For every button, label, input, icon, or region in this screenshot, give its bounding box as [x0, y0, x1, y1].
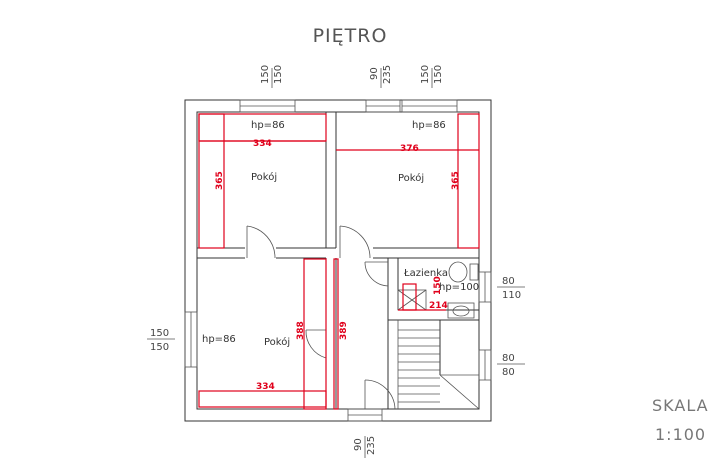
sink: [447, 302, 475, 319]
bathroom-height: 150: [433, 276, 443, 295]
room-top-right-hp: hp=86: [412, 120, 446, 131]
room-top-left-name: Pokój: [251, 171, 277, 183]
room-top-left-width: 334: [253, 139, 272, 149]
win-left-a: 150: [150, 328, 169, 339]
win-right-lower-b: 80: [502, 367, 515, 378]
win-right-lower-a: 80: [502, 353, 515, 364]
doors: [246, 225, 396, 410]
room-top-left-hp: hp=86: [251, 120, 285, 131]
win-top-left-a: 150: [260, 65, 271, 84]
room-bottom-left-hp: hp=86: [202, 334, 236, 345]
room-bottom-left-width: 334: [256, 382, 275, 392]
bathroom-width: 214: [429, 301, 448, 311]
scale-value: 1:100: [655, 425, 706, 444]
room-bottom-left-name: Pokój: [264, 336, 290, 348]
win-top-right-b: 150: [433, 65, 444, 84]
bathroom-name: Łazienka: [403, 268, 448, 279]
win-right-upper-b: 110: [502, 290, 521, 301]
bathroom-hp: hp=100: [439, 282, 479, 293]
plan-title: PIĘTRO: [313, 25, 388, 47]
windows: [184, 99, 492, 422]
win-right-upper-a: 80: [502, 276, 515, 287]
win-bottom-a: 90: [353, 438, 364, 451]
scale-label: SKALA: [652, 396, 709, 415]
room-top-left-height: 365: [215, 171, 225, 190]
room-outlines: [198, 113, 480, 410]
room-top-right-width: 376: [400, 144, 419, 154]
room-top-right-height: 365: [451, 171, 461, 190]
win-top-left-b: 150: [273, 65, 284, 84]
win-top-mid-b: 235: [382, 65, 393, 84]
toilet: [448, 261, 468, 283]
room-bottom-left-height-b: 389: [339, 321, 349, 340]
window-dimensions: 150 150 90 235 150 150 150 150 80 110 80…: [147, 65, 525, 458]
win-left-b: 150: [150, 342, 169, 353]
room-bottom-left-height-a: 388: [296, 321, 306, 340]
room-top-right-name: Pokój: [398, 172, 424, 184]
win-top-mid-a: 90: [369, 67, 380, 80]
room-labels: hp=86 334 Pokój 365 hp=86 376 Pokój 365 …: [202, 120, 479, 392]
staircase: [397, 320, 480, 410]
win-bottom-b: 235: [366, 436, 377, 455]
win-top-right-a: 150: [420, 65, 431, 84]
